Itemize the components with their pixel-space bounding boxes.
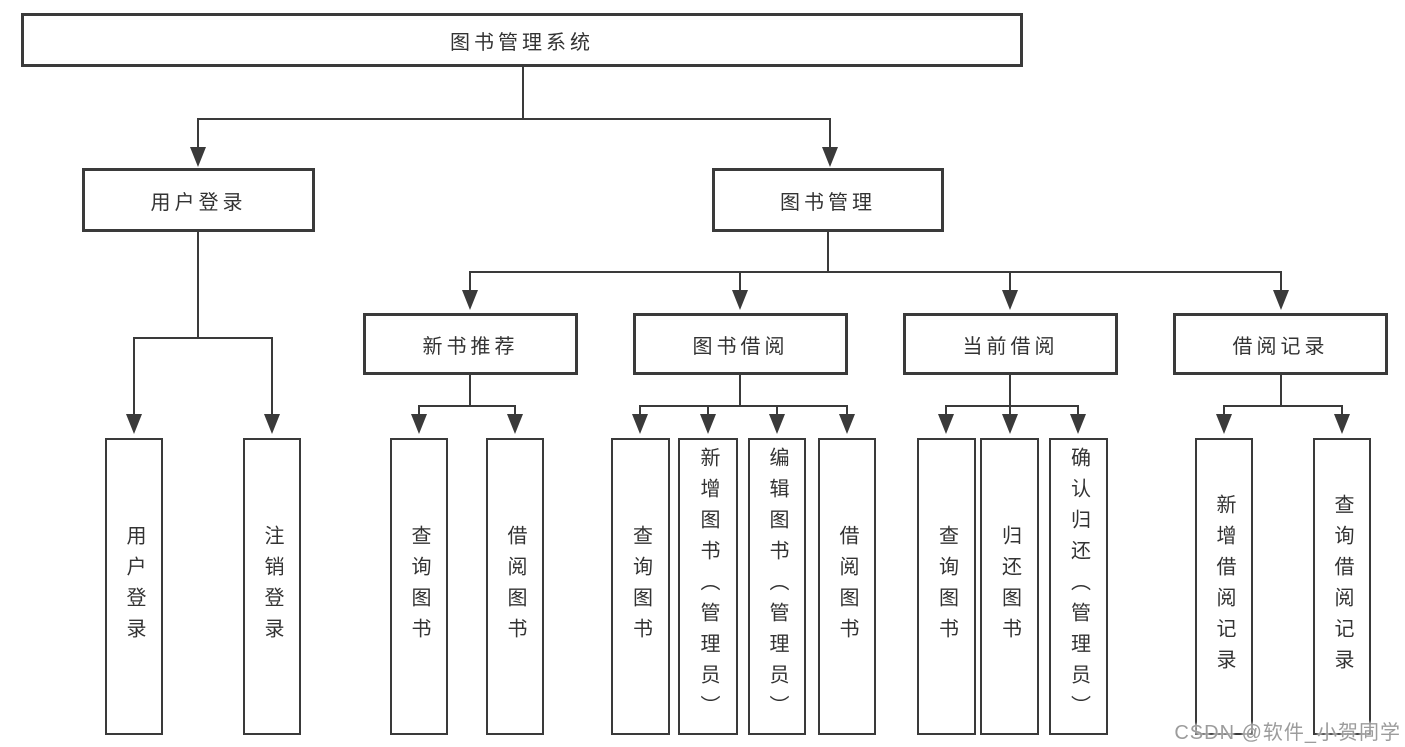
- connector-line: [945, 405, 947, 415]
- arrow-down-icon: [1334, 414, 1350, 434]
- connector-line: [827, 232, 829, 272]
- leaf-query-books: 查询图书: [390, 438, 448, 735]
- node-book-borrowing-label: 图书借阅: [692, 335, 789, 358]
- leaf-return-books: 归还图书: [980, 438, 1039, 735]
- connector-line: [271, 337, 273, 415]
- arrow-down-icon: [1273, 290, 1289, 310]
- node-root: 图书管理系统: [21, 13, 1023, 67]
- node-book-management-label: 图书管理: [780, 191, 876, 214]
- arrow-down-icon: [1002, 290, 1018, 310]
- connector-line: [469, 271, 1282, 273]
- connector-line: [469, 271, 471, 291]
- leaf-borrow-books: 借阅图书: [818, 438, 876, 735]
- connector-line: [418, 405, 516, 407]
- leaf-logout: 注销登录: [243, 438, 301, 735]
- arrow-down-icon: [700, 414, 716, 434]
- leaf-logout-label: 注销登录: [261, 524, 283, 649]
- arrow-down-icon: [632, 414, 648, 434]
- arrow-down-icon: [507, 414, 523, 434]
- leaf-query-books: 查询图书: [611, 438, 670, 735]
- leaf-edit-books-admin-label: 编辑图书（管理员）: [766, 447, 788, 726]
- connector-line: [1009, 271, 1011, 291]
- leaf-borrow-books: 借阅图书: [486, 438, 544, 735]
- leaf-confirm-return-admin: 确认归还（管理员）: [1049, 438, 1108, 735]
- connector-line: [133, 337, 272, 339]
- leaf-query-books-label: 查询图书: [935, 524, 958, 649]
- node-user-login: 用户登录: [82, 168, 315, 232]
- leaf-user-login-label: 用户登录: [123, 524, 145, 649]
- arrow-down-icon: [264, 414, 280, 434]
- connector-line: [418, 405, 420, 415]
- connector-line: [514, 405, 516, 415]
- leaf-borrow-books-label: 借阅图书: [836, 524, 858, 649]
- connector-line: [639, 405, 848, 407]
- node-book-borrowing: 图书借阅: [633, 313, 848, 375]
- node-book-management: 图书管理: [712, 168, 944, 232]
- leaf-add-books-admin: 新增图书（管理员）: [678, 438, 738, 735]
- connector-line: [846, 405, 848, 415]
- leaf-user-login: 用户登录: [105, 438, 163, 735]
- leaf-borrow-books-label: 借阅图书: [504, 524, 526, 649]
- connector-line: [197, 118, 199, 148]
- connector-line: [197, 118, 831, 120]
- connector-line: [739, 375, 741, 406]
- connector-line: [1280, 375, 1282, 406]
- connector-line: [1341, 405, 1343, 415]
- leaf-add-borrow-record: 新增借阅记录: [1195, 438, 1253, 735]
- leaf-query-books-label: 查询图书: [408, 524, 430, 649]
- arrow-down-icon: [126, 414, 142, 434]
- leaf-confirm-return-admin-label: 确认归还（管理员）: [1067, 447, 1090, 726]
- leaf-query-books: 查询图书: [917, 438, 976, 735]
- arrow-down-icon: [1070, 414, 1086, 434]
- connector-line: [1009, 405, 1011, 415]
- arrow-down-icon: [839, 414, 855, 434]
- leaf-add-books-admin-label: 新增图书（管理员）: [697, 447, 719, 726]
- connector-line: [945, 405, 1079, 407]
- arrow-down-icon: [1216, 414, 1232, 434]
- node-new-book-recommend-label: 新书推荐: [422, 335, 519, 358]
- connector-line: [133, 337, 135, 415]
- connector-line: [739, 271, 741, 291]
- leaf-query-borrow-record-label: 查询借阅记录: [1331, 493, 1353, 680]
- connector-line: [1280, 271, 1282, 291]
- node-borrow-records-label: 借阅记录: [1232, 335, 1329, 358]
- node-current-borrowing: 当前借阅: [903, 313, 1118, 375]
- leaf-query-borrow-record: 查询借阅记录: [1313, 438, 1371, 735]
- node-borrow-records: 借阅记录: [1173, 313, 1388, 375]
- leaf-edit-books-admin: 编辑图书（管理员）: [748, 438, 806, 735]
- node-user-login-label: 用户登录: [150, 191, 247, 214]
- connector-line: [1223, 405, 1342, 407]
- node-new-book-recommend: 新书推荐: [363, 313, 578, 375]
- leaf-query-books-label: 查询图书: [629, 524, 652, 649]
- arrow-down-icon: [190, 147, 206, 167]
- arrow-down-icon: [1002, 414, 1018, 434]
- arrow-down-icon: [769, 414, 785, 434]
- connector-line: [522, 67, 524, 118]
- connector-line: [1223, 405, 1225, 415]
- connector-line: [469, 375, 471, 406]
- arrow-down-icon: [411, 414, 427, 434]
- connector-line: [707, 405, 709, 415]
- leaf-add-borrow-record-label: 新增借阅记录: [1213, 493, 1235, 680]
- watermark: CSDN @软件_小贺同学: [1174, 722, 1401, 744]
- connector-line: [829, 118, 831, 148]
- leaf-return-books-label: 归还图书: [998, 524, 1021, 649]
- node-current-borrowing-label: 当前借阅: [962, 335, 1059, 358]
- arrow-down-icon: [732, 290, 748, 310]
- arrow-down-icon: [938, 414, 954, 434]
- connector-line: [1077, 405, 1079, 415]
- node-root-label: 图书管理系统: [450, 31, 594, 54]
- connector-line: [197, 232, 199, 338]
- connector-line: [1009, 375, 1011, 406]
- arrow-down-icon: [462, 290, 478, 310]
- connector-line: [639, 405, 641, 415]
- connector-line: [776, 405, 778, 415]
- arrow-down-icon: [822, 147, 838, 167]
